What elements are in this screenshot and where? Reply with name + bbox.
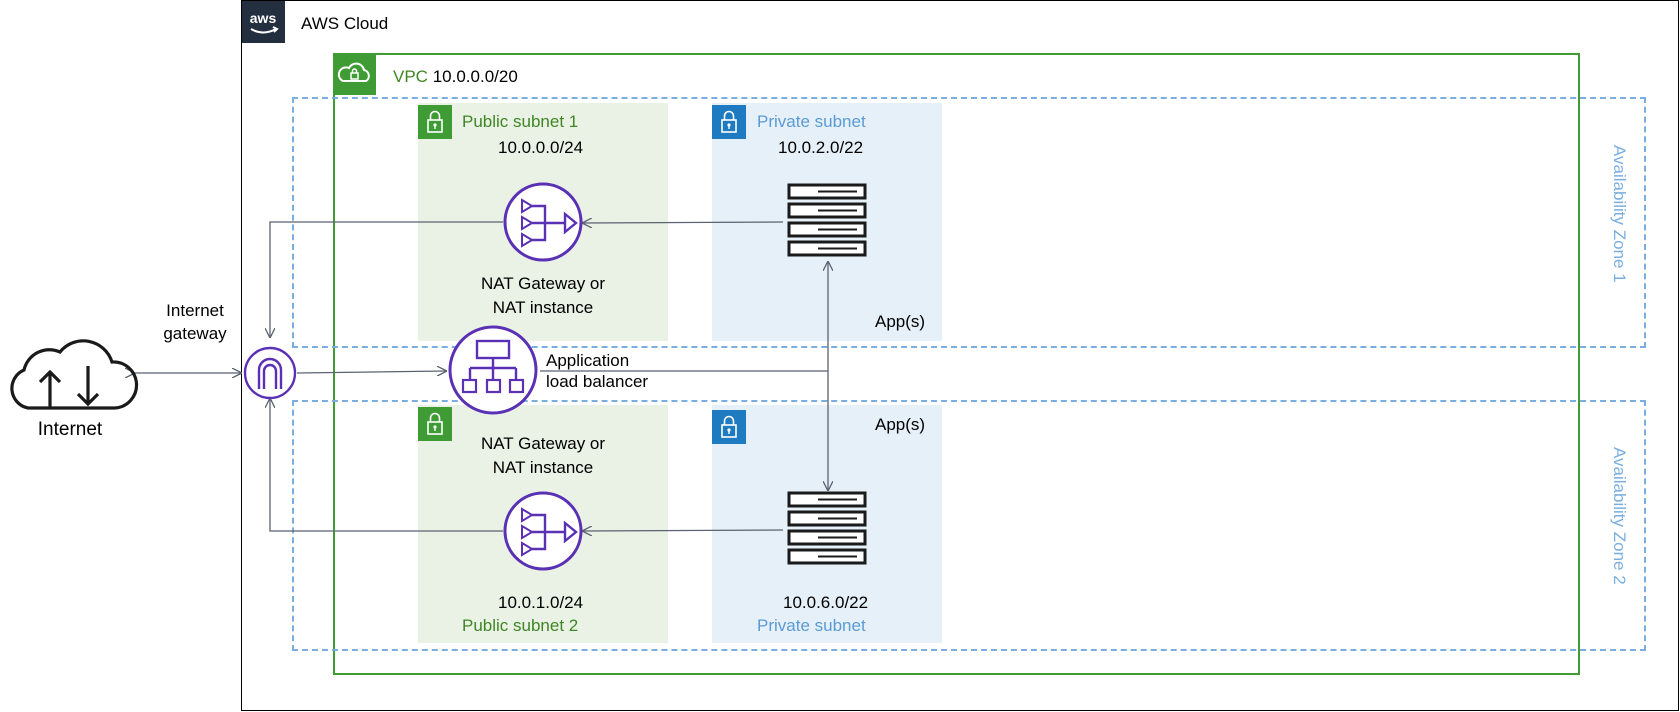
internet-gateway-icon bbox=[243, 346, 297, 400]
vpc-title: VPC bbox=[393, 67, 428, 86]
public-subnet-1-cidr: 10.0.0.0/24 bbox=[498, 138, 584, 157]
connector-private1-to-nat1 bbox=[583, 222, 784, 223]
nat-gateway-1-label-line2: NAT instance bbox=[492, 298, 594, 317]
connector-nat1-to-igw bbox=[270, 221, 503, 337]
aws-logo-icon: aws bbox=[242, 1, 285, 43]
internet-gateway-label-line1: Internet bbox=[166, 301, 224, 320]
public-subnet-1-name: Public subnet 1 bbox=[462, 112, 579, 131]
nat-gateway-1-label-line1: NAT Gateway or bbox=[480, 274, 606, 293]
nat-gateway-2-label-line2: NAT instance bbox=[492, 458, 594, 477]
vpc-cidr: 10.0.0.0/20 bbox=[432, 67, 518, 86]
nat-gateway-2-label-line1: NAT Gateway or bbox=[480, 434, 606, 453]
private-subnet-2-cidr: 10.0.6.0/22 bbox=[783, 593, 869, 612]
vpc-label: VPC 10.0.0.0/20 bbox=[393, 67, 518, 87]
alb-label-line1: Application bbox=[546, 351, 630, 370]
vpc-group bbox=[333, 53, 1580, 675]
public-subnet-2-name: Public subnet 2 bbox=[462, 616, 579, 635]
vpc-cloud-lock-icon bbox=[333, 53, 376, 95]
internet-gateway-label-line2: gateway bbox=[163, 324, 227, 343]
nat-gateway-1-icon bbox=[503, 182, 583, 262]
private-subnet-1-lock-icon bbox=[712, 105, 746, 139]
alb-label: Application load balancer bbox=[546, 350, 648, 392]
private-subnet-2-lock-icon bbox=[712, 410, 746, 444]
availability-zone-2-label: Availability Zone 2 bbox=[1610, 447, 1629, 585]
private-subnet-1-cidr: 10.0.2.0/22 bbox=[778, 138, 864, 157]
private-subnet-1-apps: App(s) bbox=[875, 312, 926, 331]
nat-gateway-2-icon bbox=[503, 491, 583, 571]
private-subnet-2-name: Private subnet bbox=[757, 616, 866, 635]
aws-cloud-label: AWS Cloud bbox=[301, 14, 389, 33]
private-subnet-2-apps: App(s) bbox=[875, 415, 926, 434]
public-subnet-2-cidr: 10.0.1.0/24 bbox=[498, 593, 584, 612]
application-load-balancer-icon bbox=[448, 325, 538, 415]
connector-nat2-to-igw bbox=[270, 399, 503, 532]
private-subnet-1-name: Private subnet bbox=[757, 112, 866, 131]
internet-gateway-label: Internet gateway bbox=[155, 299, 235, 345]
connector-igw-to-alb bbox=[296, 371, 446, 373]
public-subnet-1-lock-icon bbox=[418, 105, 452, 139]
aws-logo-text: aws bbox=[250, 10, 277, 26]
public-subnet-2-lock-icon bbox=[418, 407, 452, 441]
internet-label: Internet bbox=[37, 419, 103, 440]
aws-cloud-group bbox=[241, 0, 1679, 711]
connector-private2-to-nat2 bbox=[583, 530, 784, 531]
alb-label-line2: load balancer bbox=[546, 372, 649, 391]
nat-gateway-2-label: NAT Gateway or NAT instance bbox=[463, 432, 623, 480]
app-server-2-icon bbox=[787, 491, 867, 565]
app-server-1-icon bbox=[787, 183, 867, 257]
availability-zone-2 bbox=[292, 400, 1646, 651]
availability-zone-1-label: Availability Zone 1 bbox=[1610, 145, 1629, 283]
nat-gateway-1-label: NAT Gateway or NAT instance bbox=[463, 272, 623, 320]
internet-cloud-icon bbox=[10, 339, 139, 410]
